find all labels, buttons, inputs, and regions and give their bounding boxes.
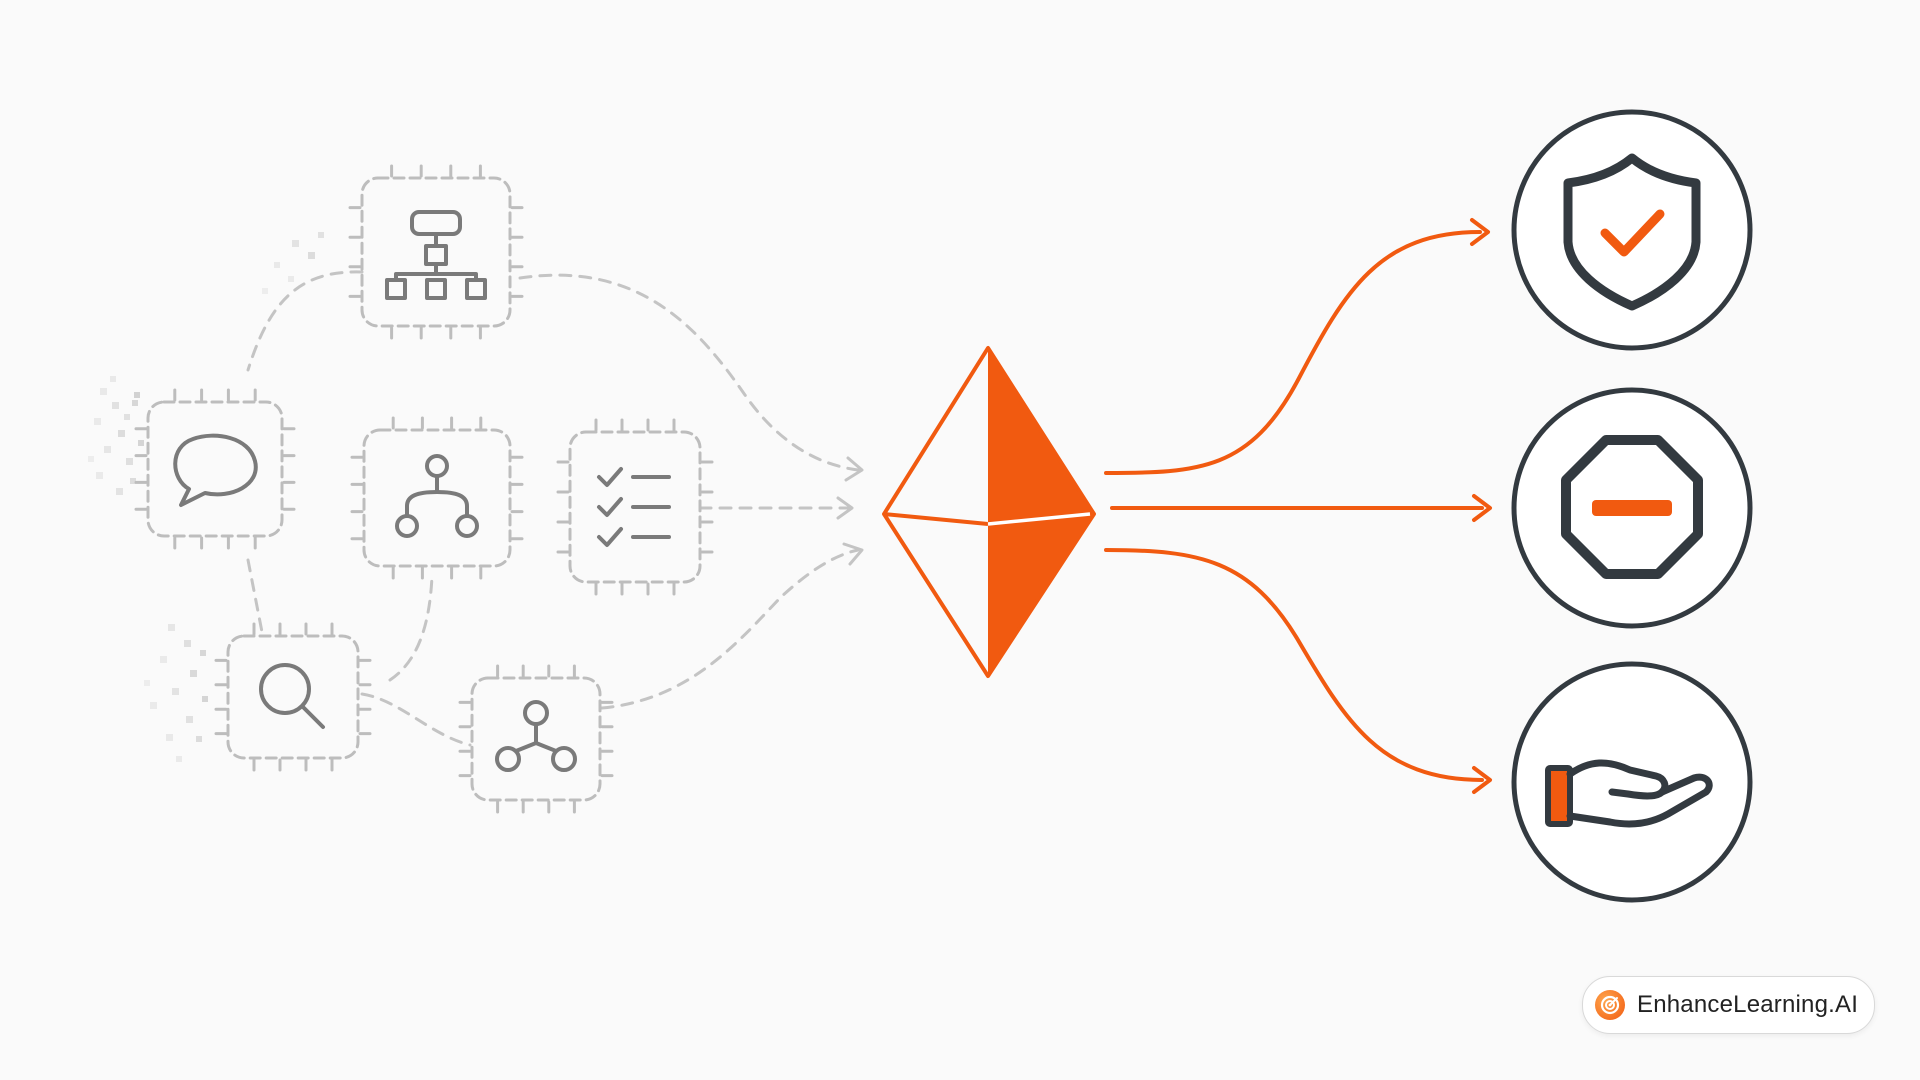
hierarchy-chip bbox=[348, 164, 524, 340]
input-arrowheads bbox=[836, 456, 864, 566]
outcome-blocked bbox=[1511, 387, 1753, 629]
org-chart-icon bbox=[385, 210, 487, 300]
connector-hierarchy-to-hub bbox=[518, 273, 860, 472]
arrowhead-top bbox=[844, 456, 864, 482]
connector-chat-to-search bbox=[246, 558, 264, 634]
speech-bubble-icon bbox=[173, 433, 258, 507]
checklist-chip bbox=[556, 418, 714, 596]
search-chip bbox=[214, 622, 372, 772]
outcome-delivered bbox=[1511, 661, 1753, 903]
connector-hierarchy-to-chat bbox=[246, 270, 364, 372]
input-connections bbox=[246, 270, 860, 747]
tree-network-icon bbox=[395, 454, 479, 538]
target-logo-icon bbox=[1595, 990, 1625, 1020]
outcome-protected bbox=[1511, 109, 1753, 351]
output-connections bbox=[1104, 218, 1492, 794]
arrowhead-delivered bbox=[1472, 766, 1492, 794]
pixel-dust-chat bbox=[88, 376, 144, 495]
magnifier-icon bbox=[259, 663, 325, 729]
connector-search-to-network bbox=[360, 692, 472, 747]
tree-chip bbox=[350, 416, 524, 580]
pixel-dust-hierarchy bbox=[262, 232, 324, 294]
chat-chip bbox=[134, 388, 296, 550]
arrowhead-middle bbox=[836, 496, 854, 520]
arrowhead-bottom bbox=[842, 542, 864, 566]
connector-network-to-hub bbox=[600, 548, 860, 710]
arrowhead-protected bbox=[1470, 218, 1490, 246]
output-path-protected bbox=[1104, 230, 1482, 475]
graph-nodes-icon bbox=[495, 700, 577, 772]
brand-badge[interactable]: EnhanceLearning.AI bbox=[1582, 976, 1876, 1034]
checklist-icon bbox=[597, 467, 671, 547]
network-chip bbox=[458, 664, 614, 814]
arrowhead-blocked bbox=[1472, 494, 1492, 522]
open-hand-icon bbox=[1545, 759, 1713, 828]
crystal-diamond-icon bbox=[882, 346, 1096, 678]
pixel-dust-search bbox=[144, 624, 208, 762]
connector-search-to-tree bbox=[388, 574, 434, 682]
brand-label: EnhanceLearning.AI bbox=[1637, 991, 1859, 1018]
shield-check-icon bbox=[1563, 153, 1701, 311]
stop-octagon-icon bbox=[1561, 435, 1703, 579]
agent-modules bbox=[134, 164, 714, 814]
output-path-delivered bbox=[1104, 548, 1484, 782]
